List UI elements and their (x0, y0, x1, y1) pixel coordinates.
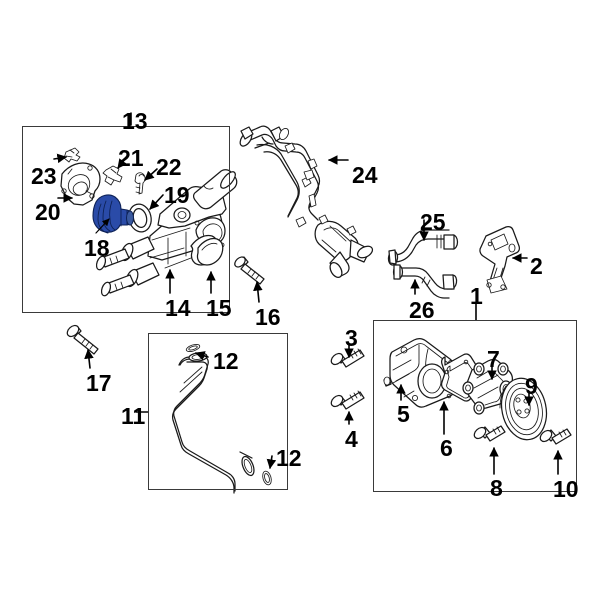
part-22-retainer-clip (134, 172, 146, 195)
callout-radiator-hose[interactable]: 11 (121, 403, 146, 429)
callout-bracket-23[interactable]: 23 (31, 163, 57, 189)
callout-thermostat-housing-assembly[interactable]: 13 (122, 108, 148, 134)
callout-bolt-8[interactable]: 8 (490, 475, 503, 501)
callout-water-pump-bracket[interactable]: 2 (530, 253, 543, 279)
part-12-hose-clamp-lower (262, 470, 272, 486)
callout-water-pump-pulley[interactable]: 9 (525, 373, 538, 399)
part-8-bolt (473, 425, 506, 442)
part-15-gasket-shape (196, 237, 224, 266)
part-10-bolt (539, 428, 572, 445)
callout-coolant-hose-pipe-25[interactable]: 25 (420, 209, 446, 235)
part-12-hose-clamp-upper (185, 343, 201, 353)
callout-water-outlet-pipe[interactable]: 14 (165, 295, 191, 321)
callout-coolant-temperature-sensor[interactable]: 21 (118, 145, 144, 171)
callout-water-pump-gasket[interactable]: 6 (440, 435, 453, 461)
part-3-bolt (330, 348, 365, 368)
group-box-11 (148, 333, 288, 490)
callout-outlet-gasket[interactable]: 15 (206, 295, 232, 321)
callout-thermostat-cover[interactable]: 20 (35, 199, 61, 225)
callout-retainer-clip[interactable]: 22 (156, 154, 182, 180)
part-5-water-pump-housing (383, 338, 457, 408)
part-14-water-outlet-pipe (95, 169, 238, 297)
callout-bolt-3[interactable]: 3 (345, 325, 358, 351)
group-box-13 (22, 126, 230, 313)
callout-water-pump-body[interactable]: 7 (487, 346, 500, 372)
callout-thermostat[interactable]: 18 (84, 235, 110, 261)
callout-coolant-hose-pipe-26[interactable]: 26 (409, 297, 435, 323)
callout-water-pump-assembly[interactable]: 1 (470, 283, 483, 309)
part-9-water-pump-pulley (499, 377, 548, 441)
callout-hose-clamp-lower[interactable]: 12 (276, 445, 302, 471)
part-17-bolt (66, 324, 99, 355)
callout-water-pump-housing[interactable]: 5 (397, 401, 410, 427)
part-25-coolant-pipe (387, 229, 459, 266)
part-24-coolant-pipe-assembly (239, 125, 374, 278)
group-1-artwork (383, 338, 548, 441)
part-26-coolant-pipe (392, 264, 458, 299)
callout-thermostat-o-ring[interactable]: 19 (164, 182, 190, 208)
part-2-water-pump-bracket (479, 226, 520, 294)
callout-bolt-17[interactable]: 17 (86, 370, 112, 396)
callout-hose-clamp-upper[interactable]: 12 (213, 348, 239, 374)
callout-coolant-pipe-assembly[interactable]: 24 (352, 162, 378, 188)
callout-bolt-10[interactable]: 10 (553, 476, 579, 502)
part-16-bolt (234, 256, 265, 285)
part-21-coolant-temperature-sensor (102, 165, 123, 186)
callout-bolt-4[interactable]: 4 (345, 426, 358, 452)
group-box-1 (373, 320, 577, 492)
leader-lines (53, 112, 563, 475)
callout-bolt-16[interactable]: 16 (255, 304, 281, 330)
part-4-bolt (330, 390, 365, 410)
